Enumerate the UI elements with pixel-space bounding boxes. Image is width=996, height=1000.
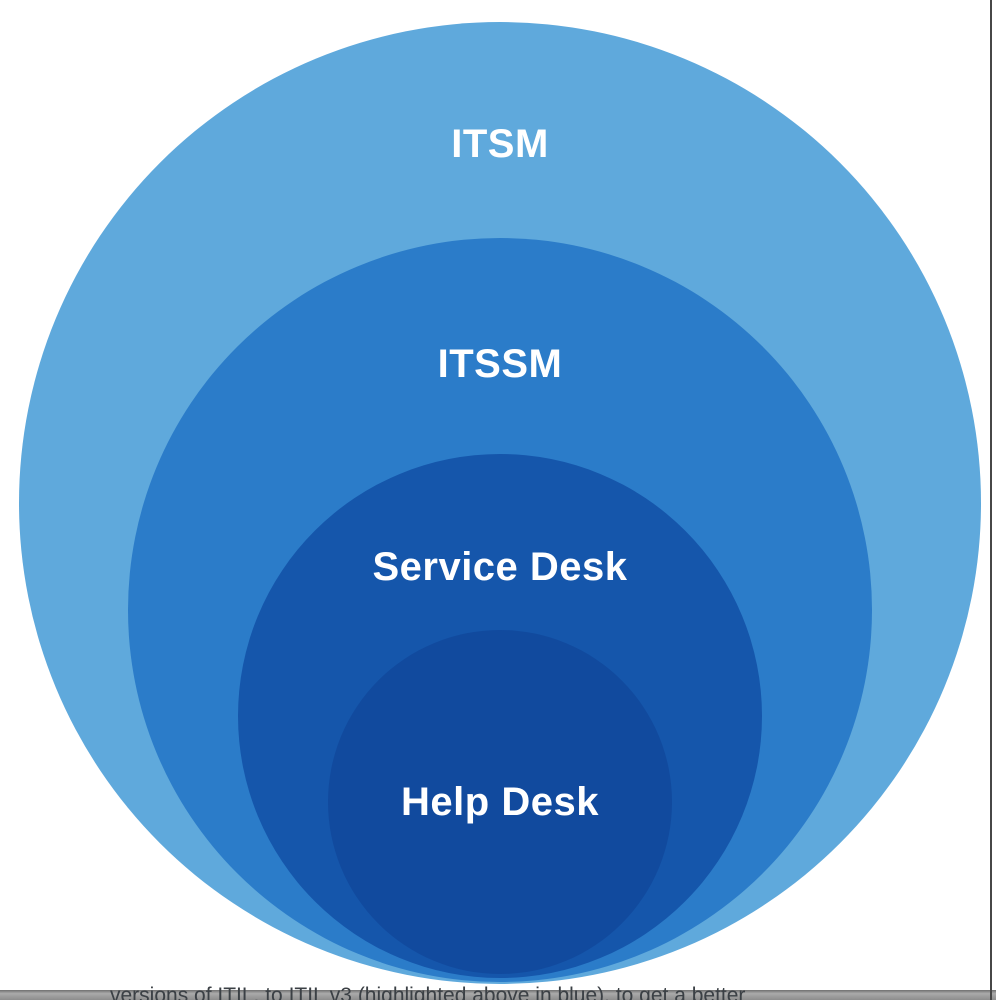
cutoff-paragraph-text: versions of ITIL, to ITIL v3 (highlighte…: [110, 984, 746, 1000]
window-bottom-bar: [0, 990, 996, 1000]
ring-label-service-desk: Service Desk: [372, 545, 628, 589]
ring-label-itssm: ITSSM: [437, 342, 563, 386]
ring-label-itsm: ITSM: [451, 122, 549, 166]
ring-label-help-desk: Help Desk: [401, 780, 599, 824]
window-right-border: [990, 0, 992, 1000]
circle-help-desk: [328, 630, 672, 974]
